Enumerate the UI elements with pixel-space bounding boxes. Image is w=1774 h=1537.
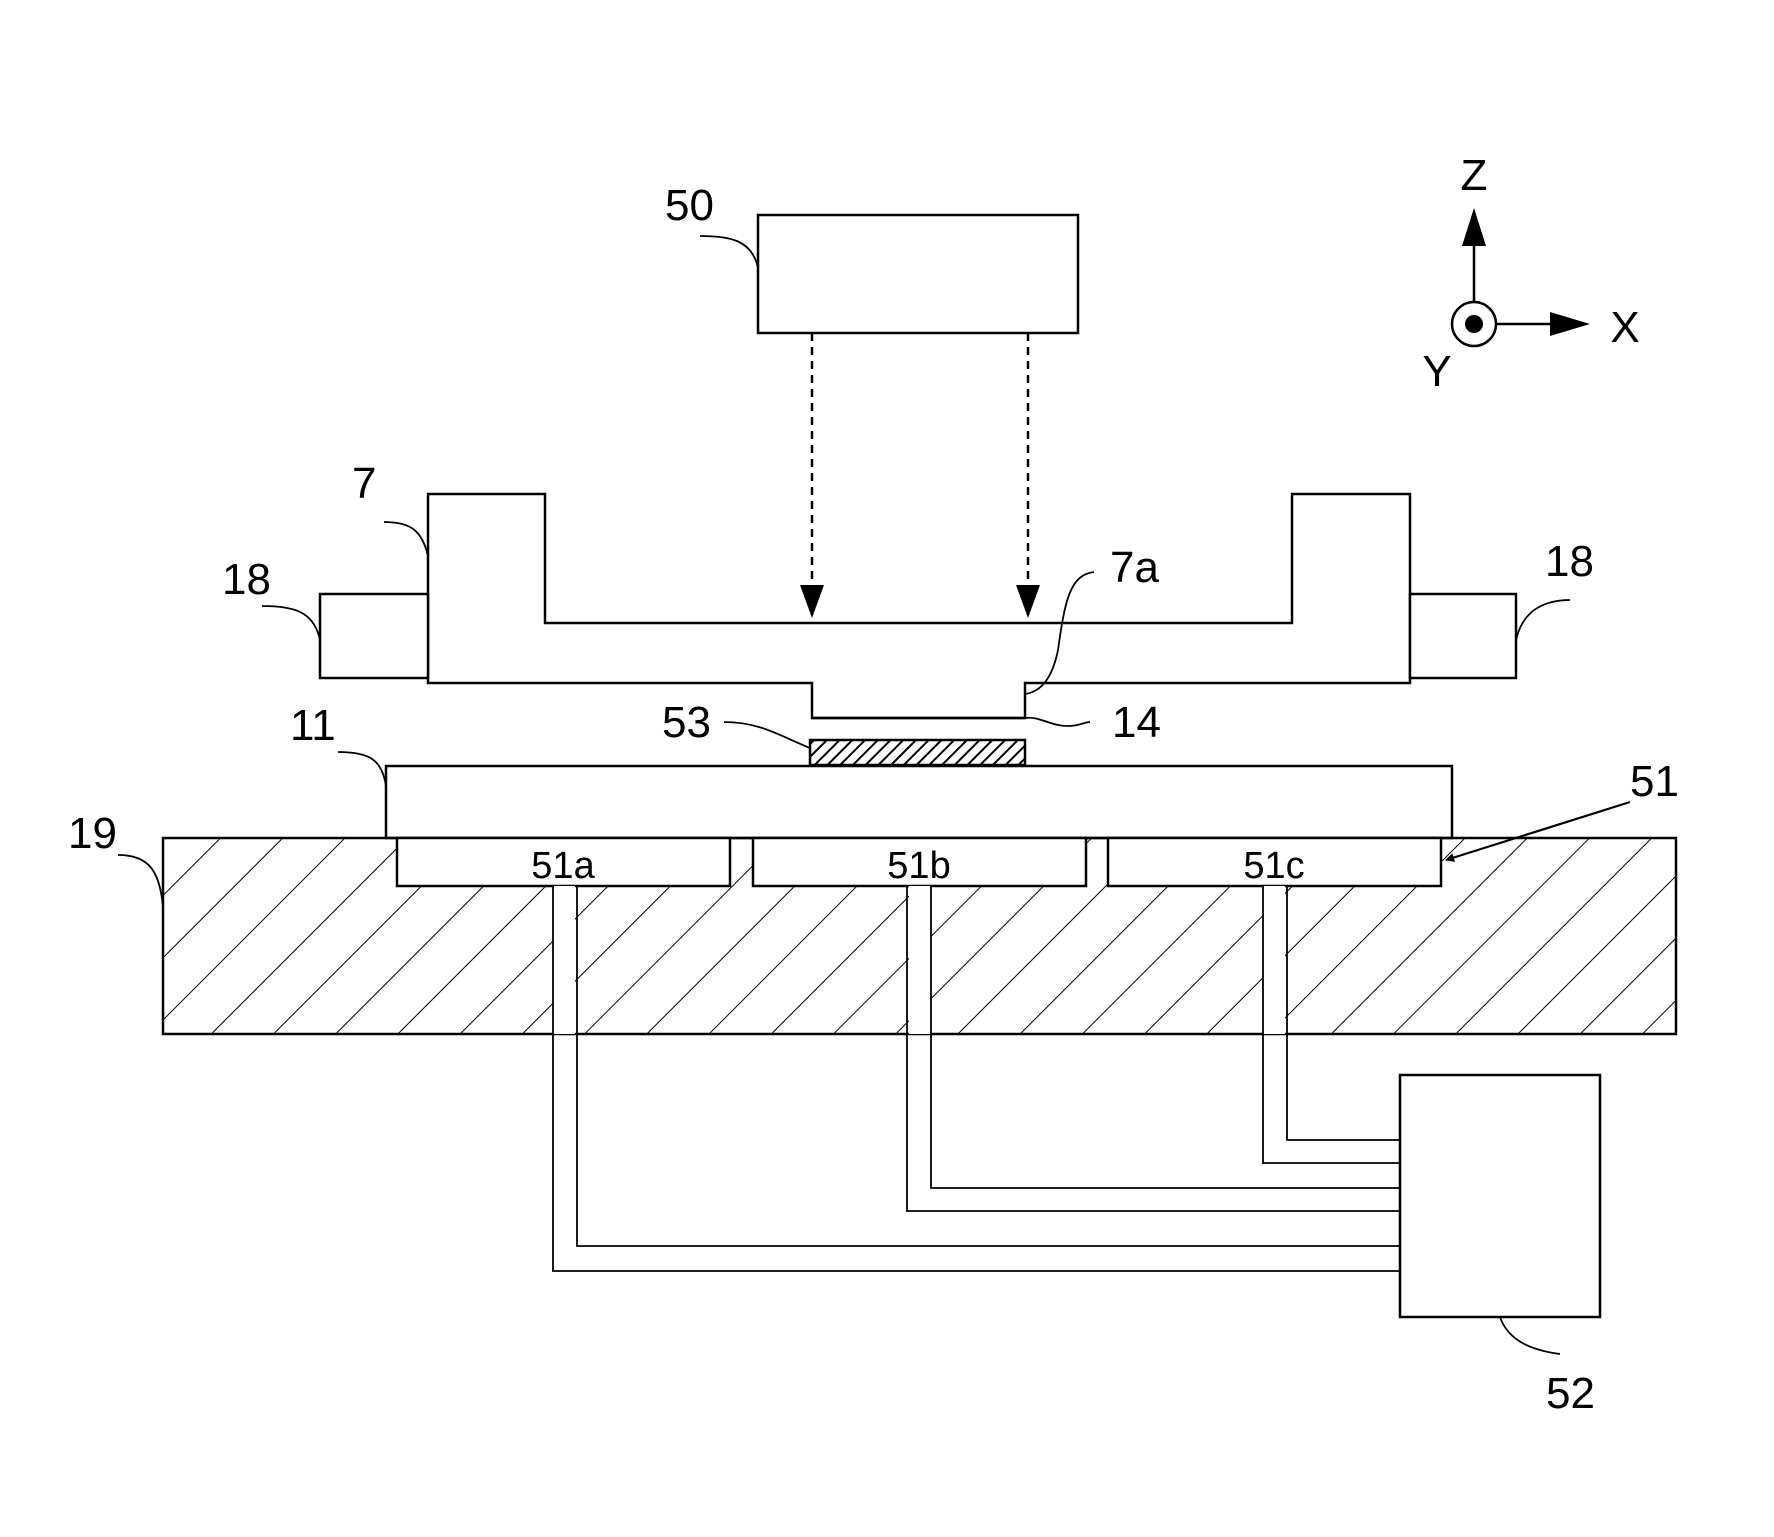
component-11	[386, 766, 1452, 838]
leader-52	[1500, 1317, 1560, 1354]
label-51a: 51a	[531, 845, 595, 887]
component-18-right	[1410, 594, 1516, 678]
leader-19	[118, 855, 163, 908]
component-53	[810, 740, 1025, 765]
component-52	[1400, 1075, 1600, 1317]
beam-right-arrow	[1016, 585, 1040, 618]
label-7: 7	[352, 459, 376, 508]
label-51b: 51b	[887, 845, 950, 887]
coordinate-axes: Z X Y	[1422, 151, 1639, 396]
axis-x: X	[1610, 303, 1639, 352]
label-18-right: 18	[1545, 537, 1594, 586]
leader-14	[1025, 718, 1090, 726]
leader-18-right	[1516, 600, 1570, 640]
leader-11	[338, 752, 386, 786]
component-50	[758, 215, 1078, 333]
beam-left-arrow	[800, 585, 824, 618]
label-51: 51	[1630, 757, 1679, 806]
label-14: 14	[1112, 698, 1161, 747]
component-18-left	[320, 594, 428, 678]
label-7a: 7a	[1110, 543, 1159, 592]
label-50: 50	[665, 181, 714, 230]
component-7	[428, 494, 1410, 718]
label-53: 53	[662, 698, 711, 747]
label-19: 19	[68, 809, 117, 858]
label-18-left: 18	[222, 555, 271, 604]
leader-53	[724, 722, 810, 748]
leader-50	[700, 236, 758, 268]
leader-18-left	[262, 606, 320, 640]
label-11: 11	[290, 701, 336, 750]
leader-7	[384, 522, 428, 556]
label-51c: 51c	[1243, 845, 1304, 887]
label-52: 52	[1546, 1369, 1595, 1418]
axis-z: Z	[1461, 151, 1488, 200]
axis-y: Y	[1422, 347, 1451, 396]
